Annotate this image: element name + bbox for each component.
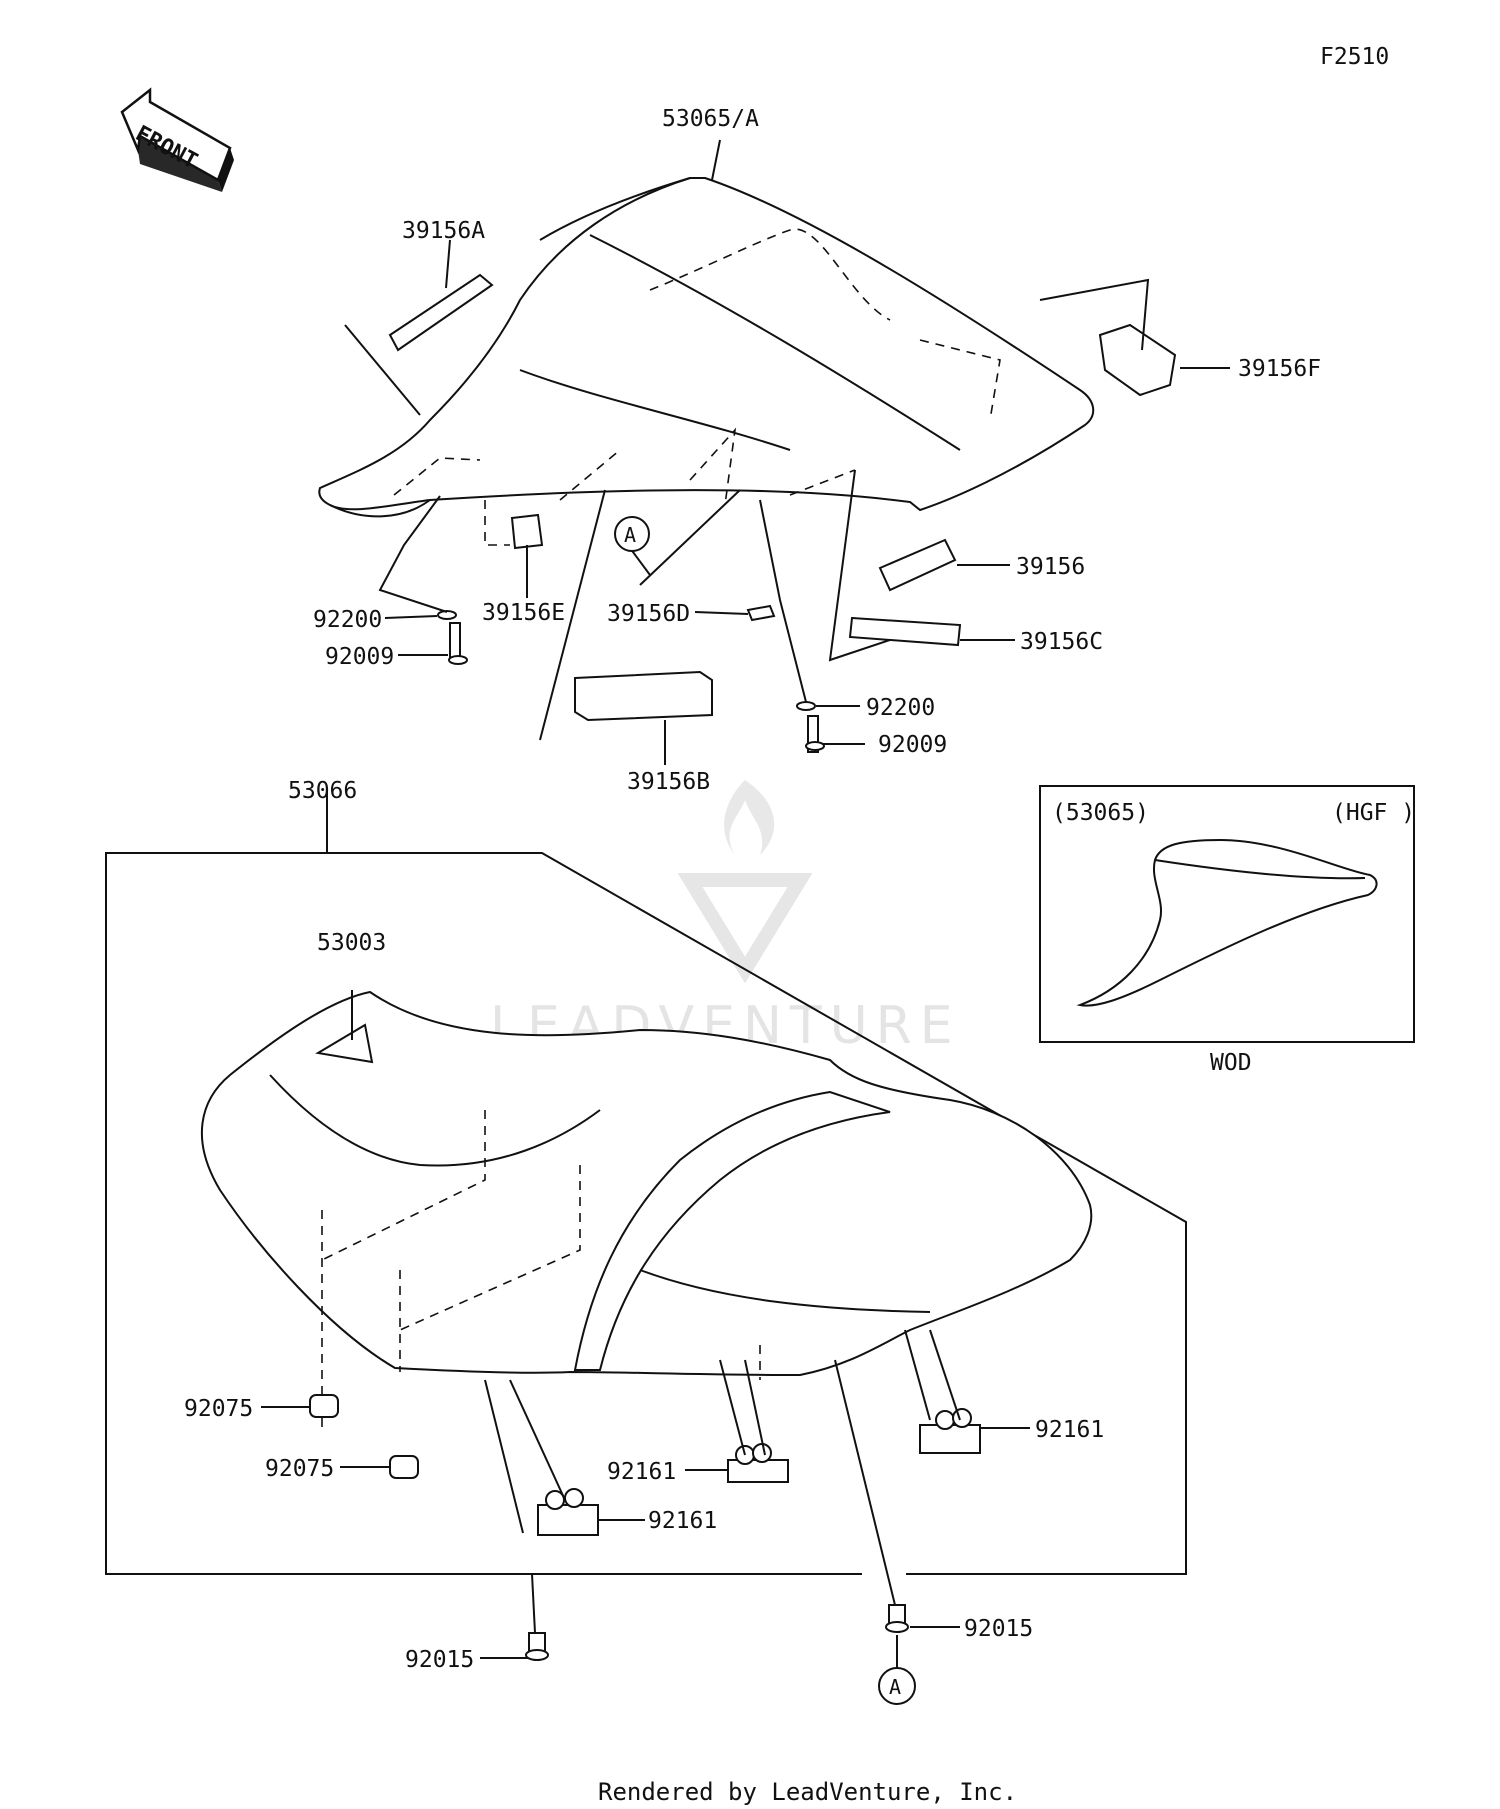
part-39156f	[1098, 323, 1177, 397]
callout-53065a: 53065/A	[662, 106, 759, 132]
part-39156d	[746, 604, 776, 622]
callout-39156c: 39156C	[1020, 629, 1103, 655]
lower-guide-lines	[321, 1110, 761, 1430]
part-39156a	[388, 273, 494, 352]
callout-53066: 53066	[288, 778, 357, 804]
callout-39156a: 39156A	[402, 218, 485, 244]
callout-92075-b: 92075	[265, 1456, 334, 1482]
reference-a-top: A	[614, 516, 650, 552]
callout-39156d: 39156D	[607, 601, 690, 627]
callout-92015-right: 92015	[964, 1616, 1033, 1642]
reference-a-bottom: A	[878, 1667, 916, 1705]
callout-92200-left: 92200	[313, 607, 382, 633]
callout-39156e: 39156E	[482, 600, 565, 626]
inset-variant: (HGF )	[1332, 800, 1415, 826]
part-92161-c	[537, 1488, 599, 1536]
callout-39156b: 39156B	[627, 769, 710, 795]
callout-92161-a: 92161	[1035, 1417, 1104, 1443]
main-seat	[200, 990, 1093, 1377]
callout-92075-a: 92075	[184, 1396, 253, 1422]
front-arrow-icon: FRONT	[120, 87, 234, 192]
inset-seat-cover	[1076, 838, 1378, 1007]
part-92200-left	[437, 610, 457, 620]
part-92161-b	[727, 1443, 789, 1483]
callout-92009-left: 92009	[325, 644, 394, 670]
ref-a-top-label: A	[624, 523, 636, 547]
callout-92161-b: 92161	[607, 1459, 676, 1485]
lower-leader-lines	[261, 990, 1030, 1668]
part-92075-a	[309, 1394, 339, 1418]
upper-leader-lines	[384, 367, 1230, 765]
part-92200-right	[796, 701, 816, 711]
inset-caption: WOD	[1210, 1050, 1252, 1076]
callout-53003: 53003	[317, 930, 386, 956]
callout-92161-c: 92161	[648, 1508, 717, 1534]
lower-assembly-frame	[105, 790, 1187, 1575]
part-92009-right	[805, 715, 825, 753]
part-92161-a	[919, 1408, 981, 1454]
callout-39156f: 39156F	[1238, 356, 1321, 382]
variant-inset: (53065) (HGF ) WOD	[1039, 785, 1415, 1076]
part-92015-left	[525, 1632, 549, 1661]
watermark: LEADVENTURE	[490, 780, 953, 1056]
upper-guide-lines	[344, 139, 1150, 741]
part-39156e	[510, 513, 544, 550]
footer-credit: Rendered by LeadVenture, Inc.	[598, 1778, 1017, 1806]
callout-92200-right: 92200	[866, 695, 935, 721]
part-39156b	[574, 670, 713, 722]
part-53003	[315, 1023, 374, 1064]
ref-a-bottom-label: A	[889, 1675, 901, 1699]
part-92009-left	[448, 622, 468, 665]
callout-39156: 39156	[1016, 554, 1085, 580]
inset-part-ref: (53065)	[1052, 800, 1149, 826]
part-39156c	[848, 616, 962, 647]
figure-code: F2510	[1320, 44, 1389, 70]
part-92075-b	[389, 1455, 419, 1479]
rear-seat-cover	[318, 177, 1095, 518]
callout-92009-right: 92009	[878, 732, 947, 758]
part-39156	[878, 538, 957, 592]
callout-92015-left: 92015	[405, 1647, 474, 1673]
part-92015-right	[885, 1604, 909, 1633]
